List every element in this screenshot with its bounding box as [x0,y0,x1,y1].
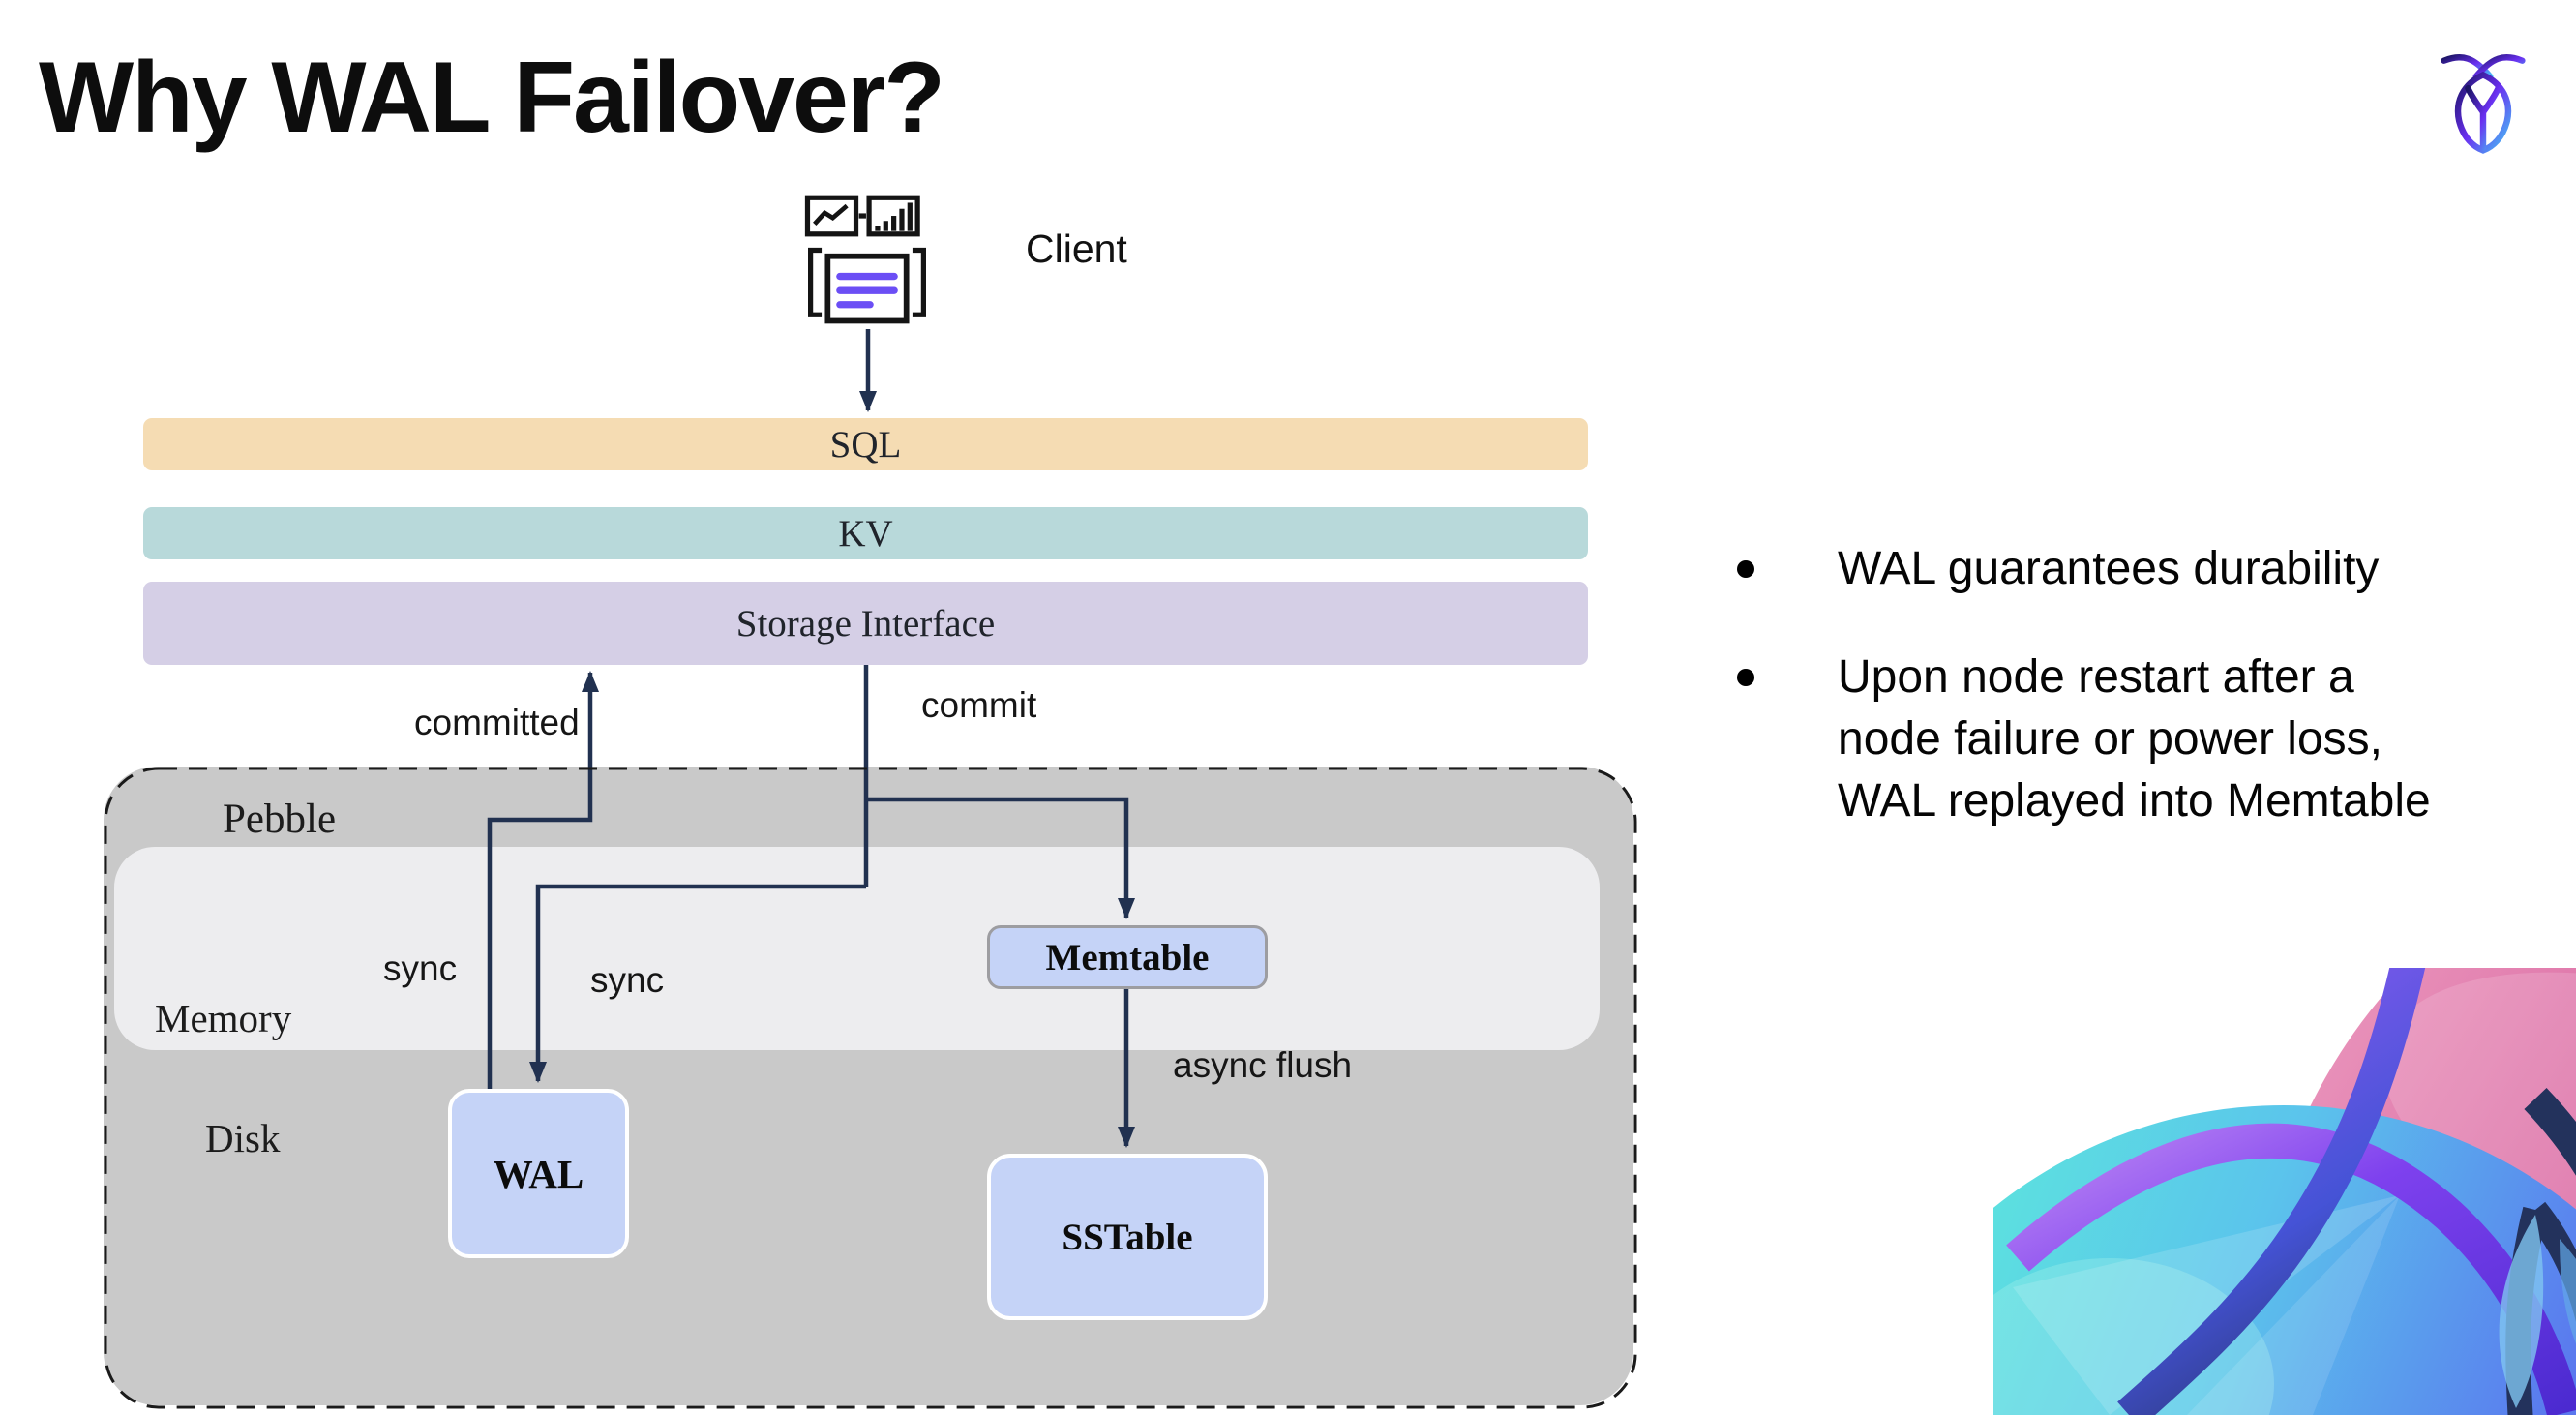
logo-antenna-right [2472,54,2526,80]
memory-zone [114,847,1600,1050]
bullet-text: Upon node restart after a node failure o… [1838,651,2431,827]
bracket-right [912,247,926,317]
layer-storage-interface: Storage Interface [143,582,1588,665]
layer-storage-label: Storage Interface [735,602,996,645]
node-wal: WAL [448,1089,629,1258]
brand-corner-illustration [1993,968,2576,1415]
node-memtable: Memtable [987,925,1268,989]
edge-label-async-flush: async flush [1173,1045,1353,1085]
bullet-dot [1737,560,1754,578]
client-dashboard-icon [804,195,926,324]
edge-label-commit: commit [921,685,1037,725]
client-label: Client [1026,226,1127,271]
logo-antenna-left [2441,54,2494,80]
line-chart-glyph [813,203,849,226]
logo-veins [2465,84,2501,151]
line-chart-icon [804,195,859,237]
bullet-dot [1737,669,1754,686]
bullet-item: Upon node restart after a node failure o… [1737,647,2576,832]
node-wal-label: WAL [493,1151,584,1196]
document-text-lines [836,272,898,309]
art-leaf-fill-2 [2560,1239,2576,1344]
bullet-text: WAL guarantees durability [1838,543,2380,594]
layer-kv-label: KV [838,512,893,555]
pebble-label: Pebble [223,797,337,842]
bullet-item: WAL guarantees durability [1737,538,2576,600]
bullet-list: WAL guarantees durability Upon node rest… [1737,538,2576,879]
bar-chart-bars [875,202,913,231]
layer-sql-label: SQL [829,423,902,466]
cockroachdb-logo-icon [2441,54,2526,154]
node-memtable-label: Memtable [1045,936,1210,978]
layer-kv: KV [143,507,1588,559]
art-wedge-2 [2187,1195,2400,1415]
art-antenna-arc-right [2117,968,2426,1415]
edge-label-sync-right: sync [590,960,665,1000]
memory-zone-label: Memory [155,996,292,1040]
edge-label-committed: committed [414,703,580,742]
node-sstable-label: SSTable [1062,1216,1193,1258]
layer-sql: SQL [143,418,1588,470]
bracket-left [808,247,823,317]
edge-label-sync-left: sync [383,948,458,988]
disk-zone-label: Disk [205,1116,281,1160]
page-title: Why WAL Failover? [39,42,945,154]
art-cyan-sheen [1993,1258,2274,1415]
node-sstable: SSTable [987,1154,1268,1320]
art-leaf-fill-1 [2499,1215,2544,1408]
